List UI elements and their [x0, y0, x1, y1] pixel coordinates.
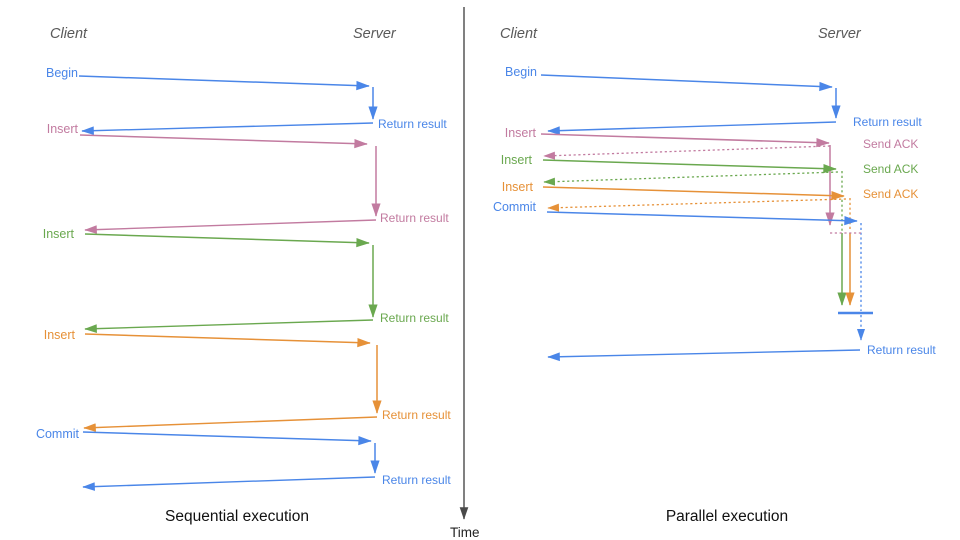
insert2-request-arrow [84, 233, 370, 248]
parallel-panel: Client Server Begin Return result Insert… [493, 26, 936, 525]
op-label-insert-1: Insert [47, 122, 79, 136]
parallel-caption: Parallel execution [666, 508, 788, 525]
op-label-begin: Begin [505, 65, 537, 79]
commit-return-arrow [547, 349, 861, 362]
insert2-ack-arrow [543, 171, 839, 186]
op-label-insert-2: Insert [43, 227, 75, 241]
insert1-response-label: Return result [380, 211, 449, 225]
begin-return-arrow [547, 121, 837, 135]
begin-request-arrow [78, 75, 370, 91]
insert2-return-arrow [84, 319, 374, 333]
insert3-return-arrow [83, 416, 378, 432]
insert2-response-label: Return result [380, 311, 449, 325]
insert1-request-arrow [79, 134, 368, 149]
op-label-insert-1: Insert [505, 126, 537, 140]
sequential-caption: Sequential execution [165, 508, 309, 525]
op-label-begin: Begin [46, 66, 78, 80]
insert1-return-arrow [84, 219, 377, 234]
insert3-request-arrow [542, 186, 845, 201]
server-header: Server [818, 26, 862, 42]
commit-request-arrow [546, 211, 858, 226]
commit-response-label: Return result [867, 343, 936, 357]
time-axis-label: Time [450, 525, 480, 540]
begin-response-label: Return result [378, 117, 447, 131]
insert3-response-label: Return result [382, 408, 451, 422]
insert1-response-label: Send ACK [863, 137, 918, 151]
server-header: Server [353, 26, 397, 42]
insert1-ack-arrow [543, 145, 831, 160]
insert3-response-label: Send ACK [863, 187, 918, 201]
insert2-response-label: Send ACK [863, 162, 918, 176]
client-header: Client [500, 26, 538, 42]
op-label-commit: Commit [493, 200, 537, 214]
commit-return-arrow [82, 476, 376, 491]
client-header: Client [50, 26, 88, 42]
commit-request-arrow [82, 431, 372, 446]
begin-return-arrow [81, 122, 374, 136]
op-label-insert-2: Insert [501, 153, 533, 167]
op-label-insert-3: Insert [44, 328, 76, 342]
commit-response-label: Return result [382, 473, 451, 487]
insert3-request-arrow [84, 333, 371, 348]
op-label-insert-3: Insert [502, 180, 534, 194]
begin-request-arrow [540, 74, 833, 92]
op-label-commit: Commit [36, 427, 80, 441]
insert1-request-arrow [540, 133, 830, 148]
sequential-panel: Client Server Begin Return result Insert… [36, 26, 451, 525]
insert2-request-arrow [542, 159, 837, 174]
insert3-ack-arrow [547, 198, 847, 212]
begin-response-label: Return result [853, 115, 922, 129]
